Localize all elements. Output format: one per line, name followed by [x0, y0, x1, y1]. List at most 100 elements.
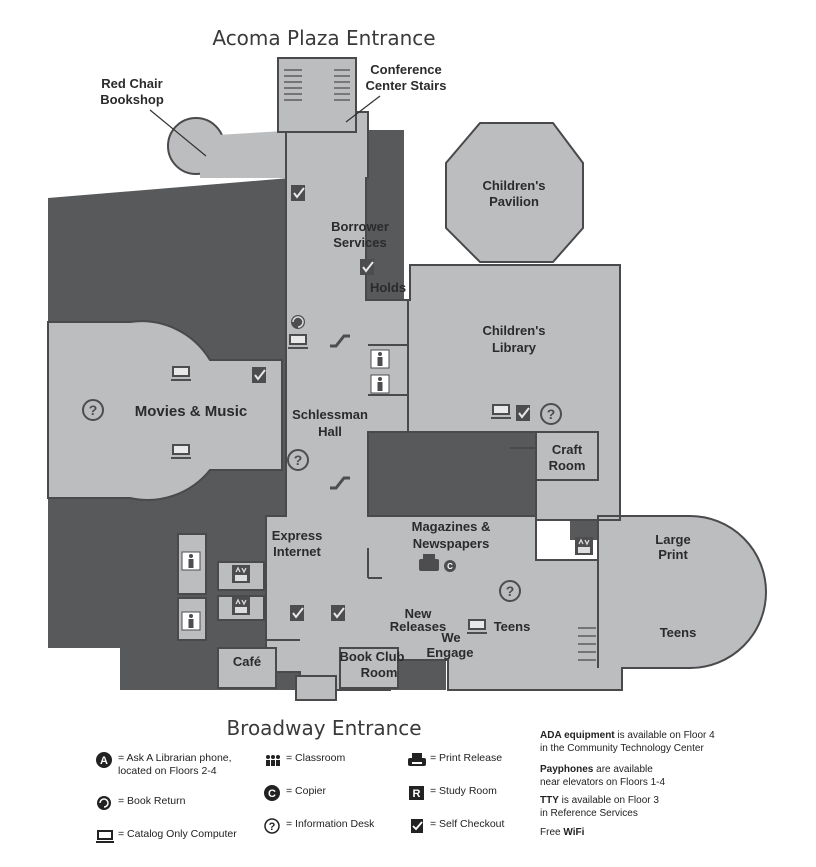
childrens-pavilion-room — [445, 122, 584, 263]
releases-label: Releases — [390, 619, 446, 634]
note-pay-rest: are available — [593, 764, 653, 775]
svg-text:A: A — [100, 755, 108, 767]
note-wifi-bold: WiFi — [563, 827, 585, 838]
self-checkout-icon[interactable] — [359, 258, 375, 276]
book-return-icon — [291, 315, 305, 329]
elevator-icon — [231, 564, 251, 584]
legend-col-1: A = Ask A Librarian phone,located on Flo… — [96, 752, 237, 861]
legend-ask-line1: = Ask A Librarian phone, — [118, 752, 232, 764]
self-checkout-icon[interactable] — [330, 604, 346, 622]
legend-study-room-text: = Study Room — [430, 785, 497, 797]
legend-catalog-text: = Catalog Only Computer — [118, 828, 237, 840]
book-club-label: Book Club — [340, 649, 405, 664]
legend-copier: C = Copier — [264, 785, 374, 801]
room-labels: Red Chair Bookshop Conference Center Sta… — [100, 62, 696, 680]
svg-text:C: C — [447, 562, 453, 571]
book-return-icon — [97, 796, 111, 810]
legend-ask-line2: located on Floors 2-4 — [118, 765, 217, 777]
restroom-icon — [181, 611, 201, 631]
note-tty-rest: is available on Floor 3 — [558, 795, 659, 806]
legend-col-2: = Classroom C = Copier ? = Information D… — [264, 752, 374, 851]
acoma-stairs — [284, 69, 596, 661]
legend-info-desk-text: = Information Desk — [286, 818, 375, 830]
childrens-pavilion-label: Children's — [482, 178, 545, 193]
note-ada-line2: in the Community Technology Center — [540, 743, 704, 754]
book-club-room-label: Room — [361, 665, 398, 680]
we-label: We — [441, 630, 460, 645]
walls — [266, 300, 599, 668]
legend-classroom-text: = Classroom — [286, 752, 346, 764]
self-checkout-icon — [411, 819, 423, 833]
large-print-label: Large — [655, 532, 690, 547]
legend-self-checkout-text: = Self Checkout — [430, 818, 505, 830]
legend-study-room: R = Study Room — [408, 785, 504, 801]
legend-ask-librarian: A = Ask A Librarian phone,located on Flo… — [96, 752, 237, 778]
acoma-entrance-title: Acoma Plaza Entrance — [212, 26, 435, 50]
pavilion-label: Pavilion — [489, 194, 539, 209]
new-label: New — [405, 606, 433, 621]
copier-icon: C — [444, 560, 456, 572]
cafe-label: Café — [233, 654, 261, 669]
leader-lines — [149, 95, 381, 157]
express-label: Express — [272, 528, 323, 543]
craft-label: Craft — [552, 442, 583, 457]
conference-label: Conference — [370, 62, 442, 77]
legend-catalog: = Catalog Only Computer — [96, 828, 237, 844]
note-ada-rest: is available on Floor 4 — [614, 730, 715, 741]
restroom-icon — [370, 374, 390, 394]
svg-text:R: R — [413, 788, 421, 800]
schlessman-label: Schlessman — [292, 407, 368, 422]
catalog-computer-icon — [96, 830, 114, 843]
restroom-icon — [370, 349, 390, 369]
self-checkout-icon[interactable] — [515, 404, 531, 422]
copier-icon: C — [264, 785, 280, 801]
legend-print-release-text: = Print Release — [430, 752, 503, 764]
note-tty-bold: TTY — [540, 795, 559, 806]
note-wifi: Free WiFi — [540, 826, 790, 839]
note-pay-line2: near elevators on Floors 1-4 — [540, 777, 666, 788]
red-chair-label: Red Chair — [101, 76, 162, 91]
note-tty: TTY is available on Floor 3 in Reference… — [540, 794, 790, 820]
teens-label-center: Teens — [494, 619, 531, 634]
legend-print-release: = Print Release — [408, 752, 504, 768]
broadway-entrance-title: Broadway Entrance — [226, 716, 421, 740]
engage-label: Engage — [427, 645, 474, 660]
elevator-icon — [231, 596, 251, 616]
note-tty-line2: in Reference Services — [540, 808, 638, 819]
holds-label: Holds — [370, 280, 406, 295]
elevator-icon — [574, 536, 594, 556]
legend-self-checkout: = Self Checkout — [408, 818, 504, 834]
note-ada: ADA equipment is available on Floor 4 in… — [540, 729, 790, 755]
legend-info-desk: ? = Information Desk — [264, 818, 374, 834]
newspapers-label: Newspapers — [413, 536, 490, 551]
legend-classroom: = Classroom — [264, 752, 374, 768]
movies-music-label: Movies & Music — [135, 403, 248, 420]
legend-col-3: = Print Release R = Study Room = Self Ch… — [408, 752, 504, 851]
legend-book-return: = Book Return — [96, 795, 237, 811]
classroom-icon — [266, 755, 280, 766]
hall-label: Hall — [318, 424, 342, 439]
print-release-icon — [419, 554, 439, 571]
self-checkout-icon[interactable] — [251, 366, 267, 384]
svg-text:C: C — [268, 788, 276, 800]
note-payphones: Payphones are available near elevators o… — [540, 763, 790, 789]
internet-label: Internet — [273, 544, 321, 559]
study-room-icon: R — [409, 786, 424, 800]
self-checkout-icon[interactable] — [290, 184, 306, 202]
ask-librarian-icon: A — [96, 752, 112, 768]
magazines-label: Magazines & — [412, 519, 491, 534]
self-checkout-icon[interactable] — [289, 604, 305, 622]
legend-copier-text: = Copier — [286, 785, 326, 797]
craft-room-label: Room — [549, 458, 586, 473]
svg-text:?: ? — [269, 821, 276, 833]
print-label: Print — [658, 547, 688, 562]
print-release-icon — [408, 753, 426, 766]
note-ada-bold: ADA equipment — [540, 730, 615, 741]
library-label: Library — [492, 340, 537, 355]
restroom-icon — [181, 551, 201, 571]
childrens-library-label: Children's — [482, 323, 545, 338]
note-wifi-plain: Free — [540, 827, 564, 838]
center-stairs-label: Center Stairs — [366, 78, 447, 93]
services-label: Services — [333, 235, 387, 250]
